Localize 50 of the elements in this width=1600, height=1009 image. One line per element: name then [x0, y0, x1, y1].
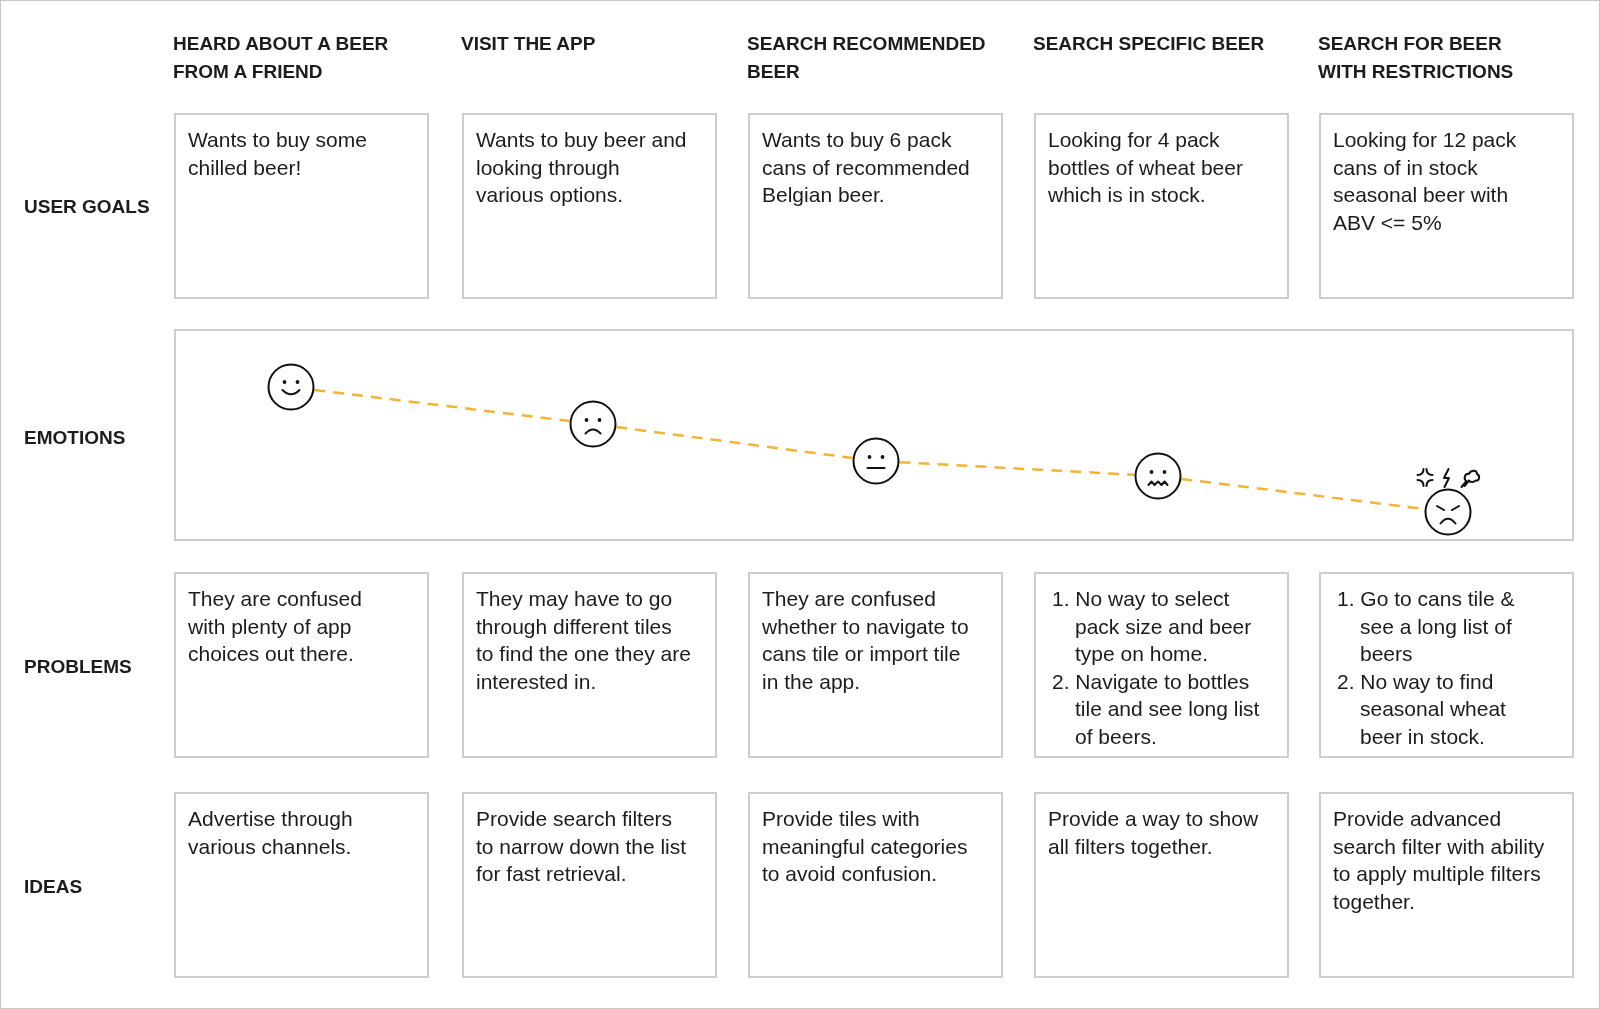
- sad-face-icon: [569, 400, 617, 448]
- happy-face-icon: [267, 363, 315, 411]
- idea-text: Provide a way to show all filters together.: [1048, 806, 1260, 860]
- idea-card: [748, 792, 1003, 978]
- list-item-text: 1. No way to select pack size and beer type on home.: [1052, 586, 1253, 667]
- goal-text: Wants to buy some chilled beer!: [188, 127, 368, 181]
- goal-card: [1319, 113, 1574, 299]
- problem-card: [748, 572, 1003, 758]
- problem-card: [1034, 572, 1289, 758]
- row-heading: EMOTIONS: [24, 426, 126, 450]
- goal-card: [174, 113, 429, 299]
- dashed-line: [899, 460, 1135, 477]
- problem-card: [1319, 572, 1574, 758]
- idea-text: Provide tiles with meaningful categories to avoid confusion.: [762, 806, 969, 887]
- goal-text: Wants to buy 6 pack cans of recommended Belgian beer.: [762, 127, 971, 208]
- problem-text: They may have to go through different tiles to find the one they are interested in.: [476, 586, 692, 695]
- grimace-face-icon: [1134, 452, 1182, 500]
- idea-card: [462, 792, 717, 978]
- column-heading: VISIT THE APP: [461, 32, 597, 56]
- problem-text: They are confused whether to navigate to cans tile or import tile in the app.: [762, 586, 970, 695]
- column-heading: SEARCH SPECIFIC BEER: [1033, 32, 1266, 56]
- goal-card: [748, 113, 1003, 299]
- row-heading: IDEAS: [24, 875, 83, 899]
- goal-text: Looking for 12 pack cans of in stock seasonal beer with ABV <= 5%: [1333, 127, 1518, 236]
- goal-card: [462, 113, 717, 299]
- row-heading: USER GOALS: [24, 195, 150, 219]
- column-heading: SEARCH FOR BEER WITH RESTRICTIONS: [1318, 32, 1515, 84]
- neutral-face-icon: [852, 437, 900, 485]
- dashed-line: [616, 425, 853, 460]
- goal-text: Looking for 4 pack bottles of wheat beer which is in stock.: [1048, 127, 1244, 208]
- list-item-text: 2. Navigate to bottles tile and see long list of beers.: [1052, 668, 1261, 750]
- idea-text: Provide advanced search filter with ability to apply multiple filters together.: [1333, 806, 1546, 915]
- emotion-panel: [174, 329, 1574, 541]
- problem-card: [174, 572, 429, 758]
- column-heading: SEARCH RECOMMENDED BEER: [747, 32, 987, 84]
- dashed-line: [314, 388, 570, 423]
- angry-face-icon: [1424, 488, 1472, 536]
- idea-card: [1319, 792, 1574, 978]
- idea-card: [174, 792, 429, 978]
- goal-text: Wants to buy beer and looking through various options.: [476, 127, 688, 208]
- idea-card: [1034, 792, 1289, 978]
- goal-card: [1034, 113, 1289, 299]
- idea-text: Provide search filters to narrow down the list for fast retrieval.: [476, 806, 688, 887]
- list-item-text: 2. No way to find seasonal wheat beer in stock.: [1337, 668, 1507, 750]
- column-heading: HEARD ABOUT A BEER FROM A FRIEND: [173, 32, 390, 84]
- problem-card: [462, 572, 717, 758]
- problem-text: They are confused with plenty of app choices out there.: [188, 586, 363, 667]
- list-item-text: 1. Go to cans tile & see a long list of beers: [1337, 586, 1516, 667]
- row-heading: PROBLEMS: [24, 655, 132, 679]
- idea-text: Advertise through various channels.: [188, 806, 354, 860]
